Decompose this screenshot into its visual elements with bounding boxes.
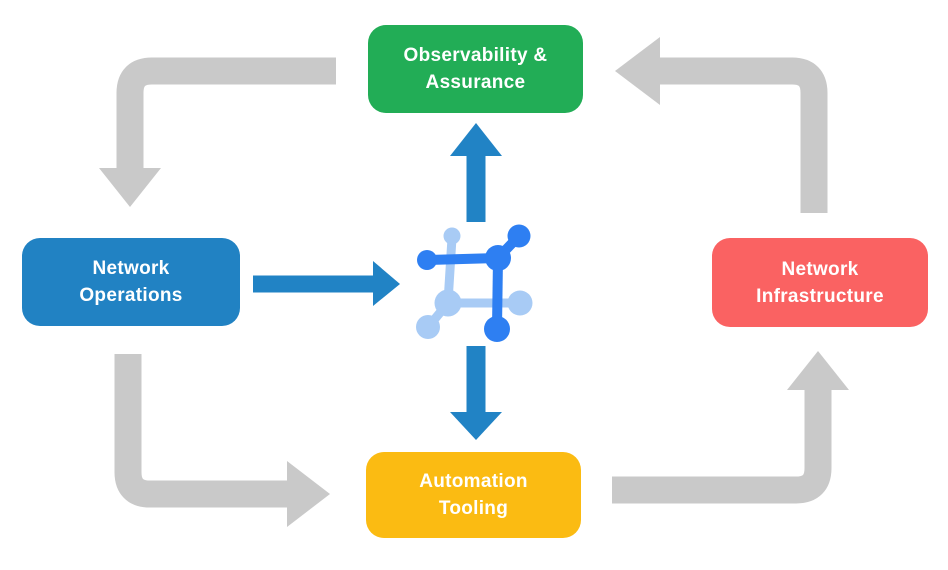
node-network-infrastructure-label: Network Infrastructure — [756, 258, 884, 307]
mesh-node-top-right-terminal — [507, 224, 531, 248]
mesh-node-bottom-left-terminal — [416, 315, 440, 339]
mesh-node-top — [443, 227, 461, 245]
arrowhead-right-icon — [287, 461, 330, 527]
node-automation-tooling-label: Automation Tooling — [419, 471, 528, 519]
node-observability-assurance: Observability & Assurance — [368, 25, 583, 113]
blue-arrow-center-to-bottom — [450, 346, 502, 440]
node-automation-tooling: Automation Tooling — [366, 452, 581, 538]
arrowhead-up-icon — [450, 123, 502, 156]
cycle-arrow-top-to-left — [99, 57, 336, 207]
network-mesh-icon — [416, 224, 533, 342]
mesh-node-right-terminal — [507, 290, 533, 316]
node-observability-assurance-label: Observability & Assurance — [403, 45, 548, 93]
cycle-arrow-right-to-top-shaft — [658, 57, 828, 213]
node-network-infrastructure: Network Infrastructure — [712, 238, 928, 327]
arrowhead-down-icon — [99, 168, 161, 207]
arrowhead-right-icon — [373, 261, 400, 306]
cycle-arrow-bottom-to-right — [612, 351, 849, 504]
mesh-node-top-right-corner — [485, 245, 511, 271]
mesh-node-bottom-terminal — [484, 316, 510, 342]
mesh-node-left-terminal — [417, 250, 437, 270]
cycle-arrow-top-to-left-shaft — [116, 57, 336, 172]
cycle-arrow-bottom-to-right-shaft — [612, 389, 832, 504]
cycle-arrow-left-to-bottom — [114, 354, 330, 527]
arrowhead-down-icon — [450, 412, 502, 440]
blue-arrow-left-to-center — [253, 261, 400, 306]
cycle-arrow-left-to-bottom-shaft — [114, 354, 289, 508]
arrowhead-up-icon — [787, 351, 849, 390]
node-network-operations-label: Network Operations — [79, 258, 183, 306]
arrowhead-left-icon — [615, 37, 660, 105]
cycle-arrow-right-to-top — [615, 37, 828, 213]
mesh-node-bottom-left-corner — [434, 289, 462, 317]
node-network-operations: Network Operations — [22, 238, 240, 326]
blue-arrow-center-to-top — [450, 123, 502, 222]
